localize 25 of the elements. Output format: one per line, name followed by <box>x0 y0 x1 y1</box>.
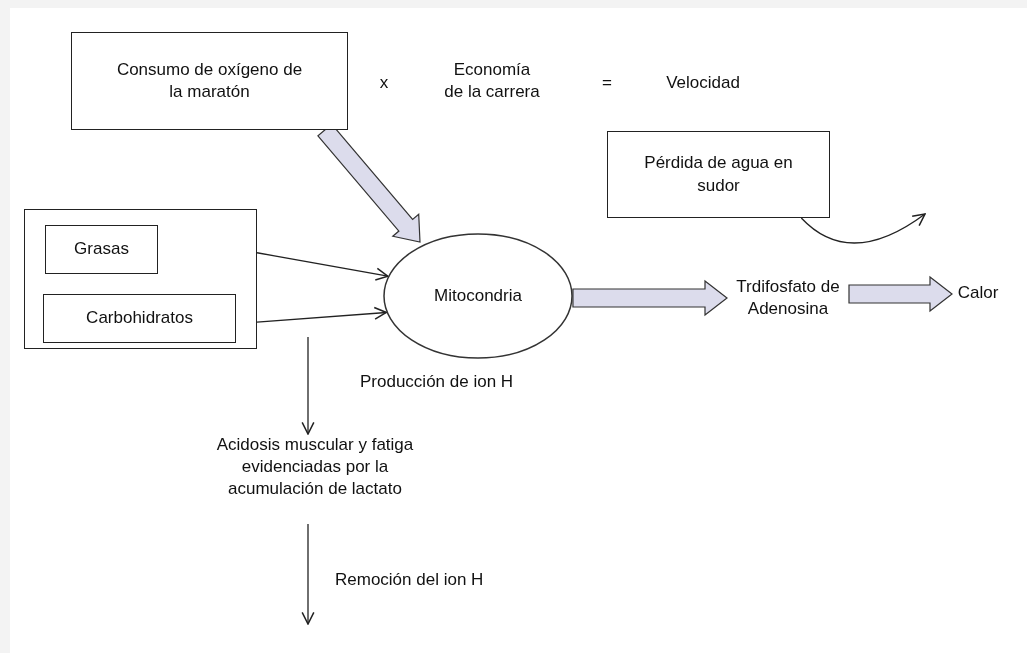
process-ellipse <box>383 233 573 359</box>
node-label: Mitocondria <box>434 284 522 307</box>
formula-text: Velocidad <box>665 72 741 94</box>
arrow <box>301 523 315 625</box>
curved-arrow <box>800 213 926 244</box>
node-text: Trdifosfato de Adenosina <box>727 276 849 322</box>
node-text: Calor <box>952 282 1004 306</box>
process-box <box>43 294 236 343</box>
process-box <box>607 131 830 218</box>
node-label: Consumo de oxígeno de la maratón <box>115 58 304 103</box>
arrow <box>256 252 389 281</box>
node-label: Grasas <box>74 238 129 261</box>
node-label: Carbohidratos <box>86 307 193 330</box>
formula-text: Economía de la carrera <box>443 59 541 104</box>
process-box <box>45 225 158 274</box>
arrow <box>301 336 315 435</box>
formula-text: x <box>378 72 390 94</box>
node-text: Acidosis muscular y fatiga evidenciadas por la acumulación de lactato <box>188 434 442 524</box>
block-arrow <box>848 275 953 313</box>
group-box <box>24 209 257 349</box>
formula-text: = <box>601 72 613 94</box>
process-box <box>71 32 348 130</box>
node-label: Pérdida de agua en sudor <box>643 152 794 197</box>
arrow <box>256 306 388 323</box>
block-arrow <box>572 279 728 317</box>
